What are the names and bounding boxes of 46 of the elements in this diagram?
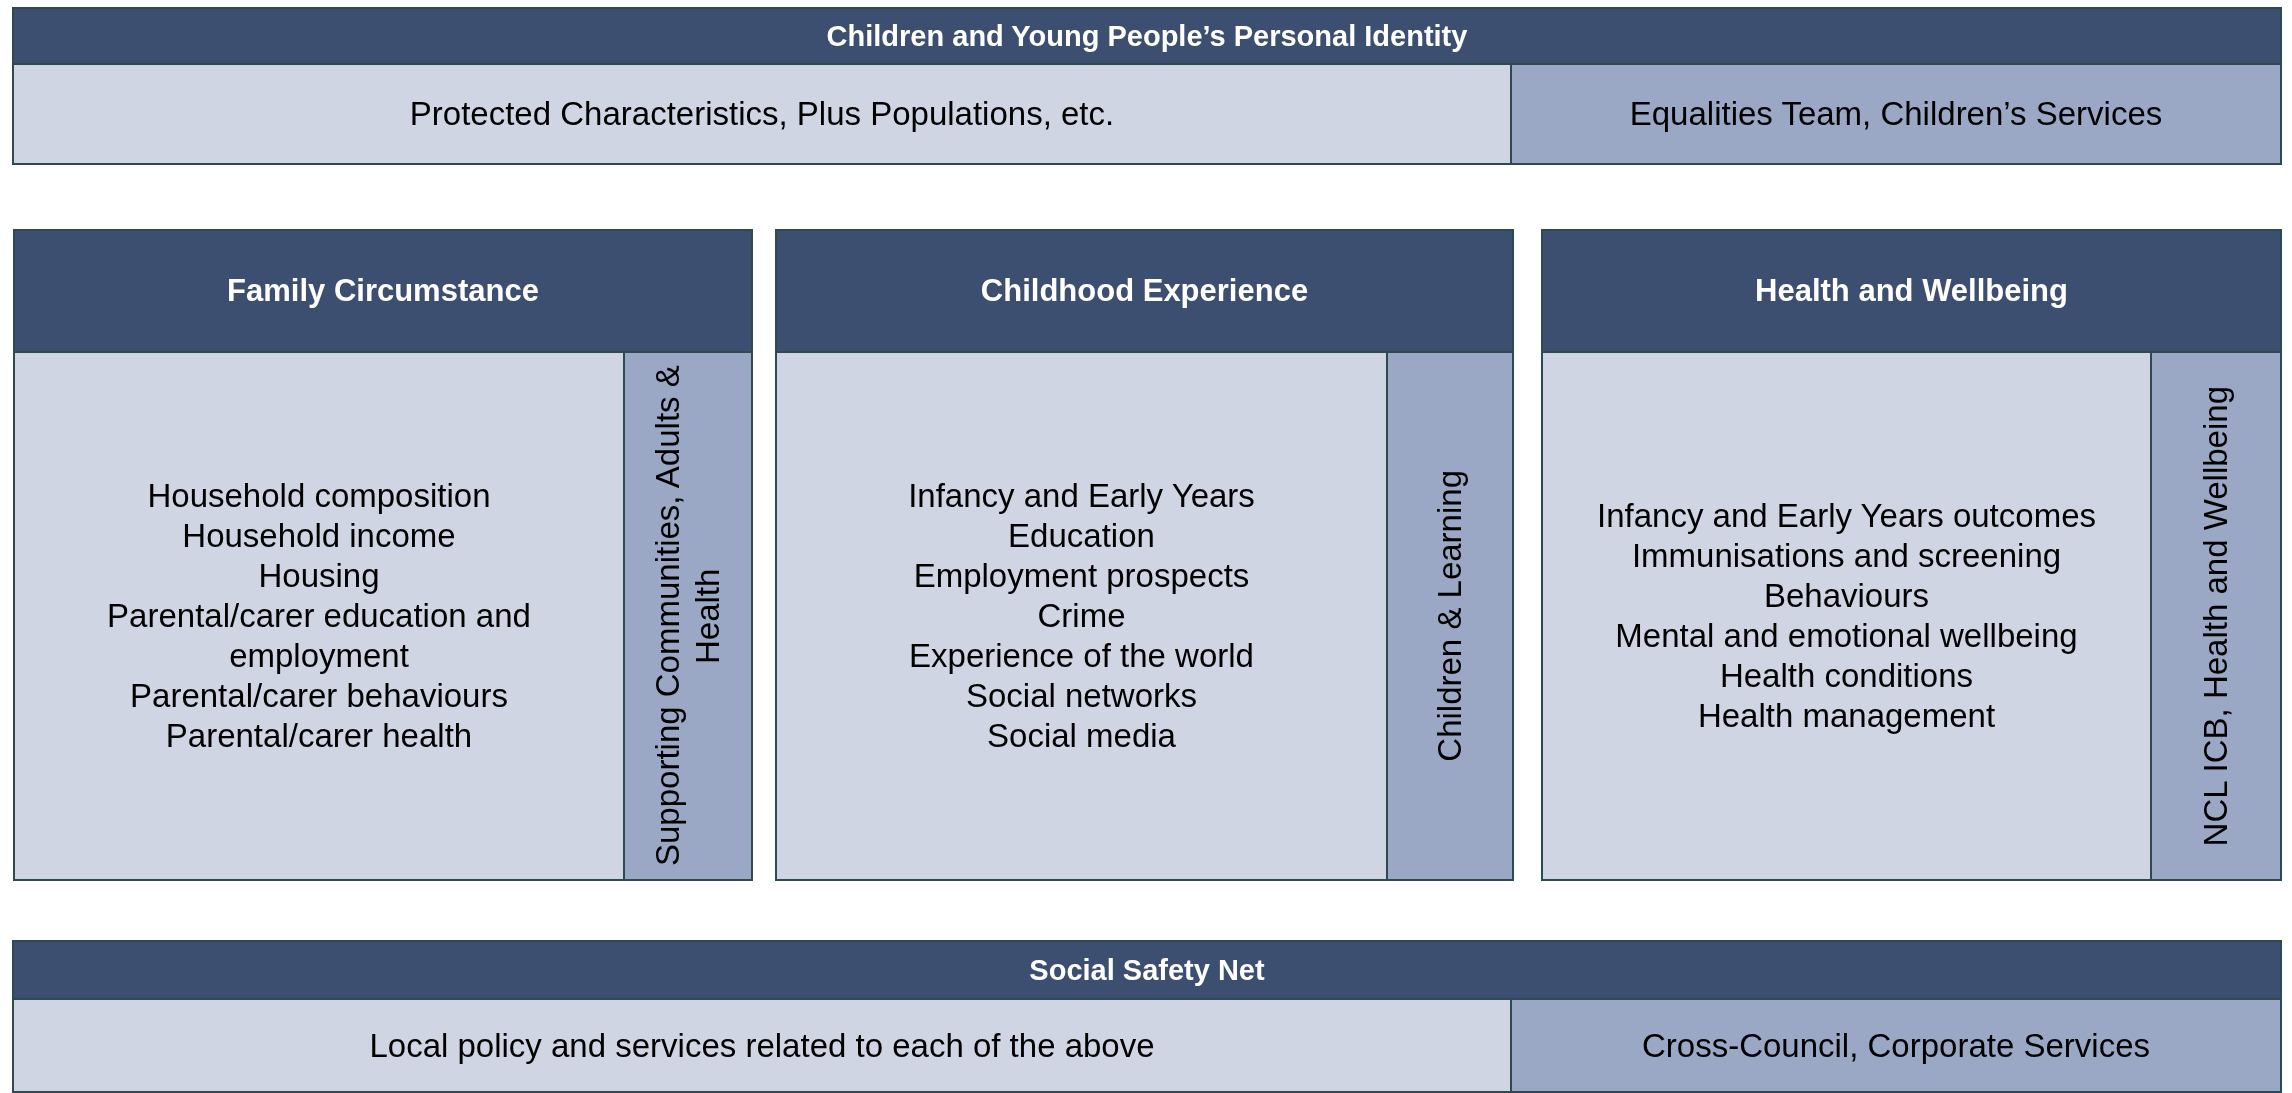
list-item: Household income [181,516,457,556]
list-item: Health conditions [1718,656,1975,696]
list-item: Experience of the world [908,636,1255,676]
content-panel [1541,351,2152,881]
panel-text: Local policy and services related to each of the above [368,1025,1156,1066]
panel-text: Protected Characteristics, Plus Populations, etc. [408,94,1116,135]
list-item: Parental/carer education and employment [106,596,532,676]
column-header-bar [1541,229,2282,353]
list-item: Housing [257,556,381,596]
owner-label: Children & Learning [1430,470,1470,762]
header-text: Family Circumstance [226,271,540,310]
owner-panel [1510,998,2282,1093]
list-item: Parental/carer behaviours [129,676,509,716]
panel-text: Cross-Council, Corporate Services [1641,1025,2151,1066]
owner-strip [1386,351,1514,881]
column-header-bar [775,229,1514,353]
content-panel [12,63,1512,165]
list-item: Mental and emotional wellbeing [1614,616,2079,656]
owner-label: NCL ICB, Health and Wellbeing [2196,385,2236,847]
owner-panel [1510,63,2282,165]
list-item: Education [1007,516,1156,556]
panel-text: Equalities Team, Children’s Services [1628,94,2164,135]
list-item: Social networks [964,676,1199,716]
list-item: Parental/carer health [164,716,474,756]
header-text: Social Safety Net [1028,952,1266,988]
section-header-bar [12,7,2282,65]
content-panel [775,351,1388,881]
list-item: Household composition [146,476,492,516]
list-item: Infancy and Early Years [907,476,1256,516]
header-text: Children and Young People’s Personal Identity [825,18,1469,54]
content-panel [12,998,1512,1093]
owner-label: Supporting Communities, Adults & Health [648,364,727,869]
column-header-bar [13,229,753,353]
list-item: Crime [1036,596,1127,636]
owner-strip [2150,351,2282,881]
owner-strip [623,351,753,881]
list-item: Employment prospects [912,556,1251,596]
content-panel [13,351,625,881]
list-item: Behaviours [1762,576,1931,616]
list-item: Infancy and Early Years outcomes [1596,496,2097,536]
list-item: Social media [986,716,1177,756]
header-text: Childhood Experience [979,271,1310,310]
list-item: Immunisations and screening [1630,536,2063,576]
header-text: Health and Wellbeing [1754,271,2069,310]
section-header-bar [12,940,2282,1000]
list-item: Health management [1696,696,1997,736]
